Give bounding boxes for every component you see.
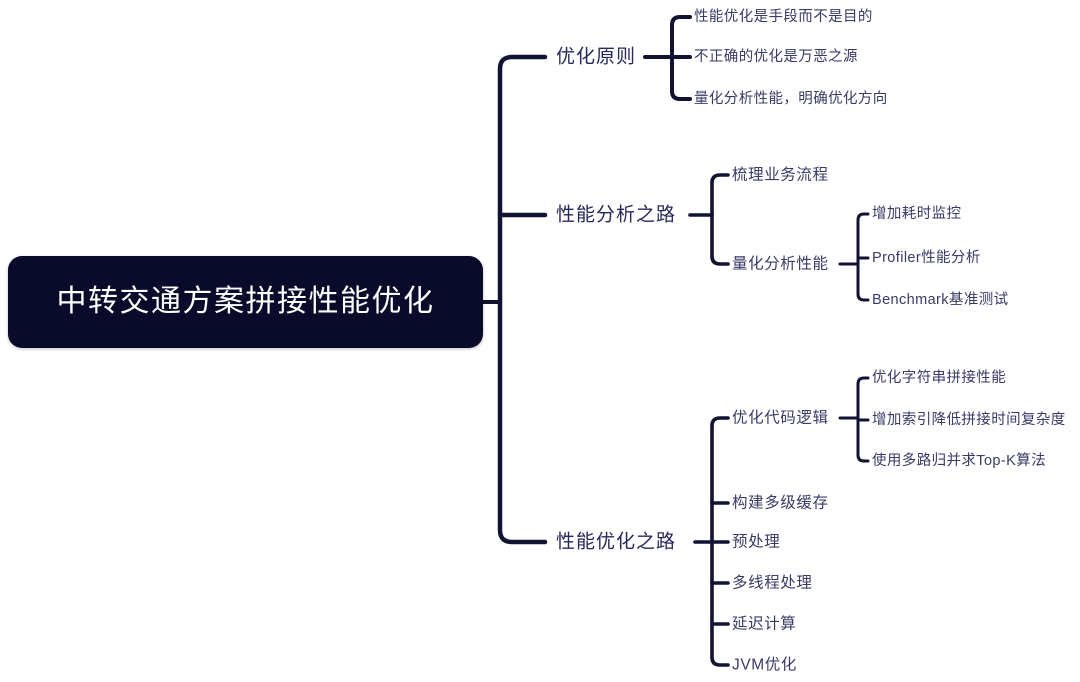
subnode-label: 梳理业务流程 <box>732 166 829 184</box>
subnode-label: 多线程处理 <box>732 574 813 592</box>
branch-node-性能优化之路[interactable]: 性能优化之路 <box>556 533 676 552</box>
leaf-label: Profiler性能分析 <box>872 249 981 266</box>
leaf-label: 性能优化是手段而不是目的 <box>694 8 873 25</box>
root-node[interactable]: 中转交通方案拼接性能优化 <box>8 256 483 348</box>
subnode-label: 量化分析性能 <box>732 255 829 273</box>
branch-node-性能分析之路[interactable]: 性能分析之路 <box>556 206 676 225</box>
leaf-label: 增加索引降低拼接时间复杂度 <box>872 411 1066 428</box>
subnode-label: JVM优化 <box>732 656 798 674</box>
link-b1-bracket <box>670 15 692 101</box>
subnode-label: 构建多级缓存 <box>732 494 829 512</box>
leaf-node[interactable]: 增加索引降低拼接时间复杂度 <box>872 413 1066 428</box>
leaf-node[interactable]: Benchmark基准测试 <box>872 293 1009 308</box>
root-label: 中转交通方案拼接性能优化 <box>56 285 435 318</box>
subnode[interactable]: JVM优化 <box>732 657 797 673</box>
subnode[interactable]: 量化分析性能 <box>732 256 829 272</box>
link-b3-bracket <box>710 416 730 667</box>
subnode[interactable]: 构建多级缓存 <box>732 495 829 511</box>
link-b2c2-bracket <box>856 212 870 302</box>
leaf-node[interactable]: 不正确的优化是万恶之源 <box>694 50 858 65</box>
branch-label: 优化原则 <box>556 46 637 68</box>
subnode-label: 延迟计算 <box>732 615 797 633</box>
subnode[interactable]: 多线程处理 <box>732 575 813 591</box>
leaf-node[interactable]: 增加耗时监控 <box>872 207 961 222</box>
subnode[interactable]: 延迟计算 <box>732 616 796 632</box>
subnode[interactable]: 预处理 <box>732 534 780 550</box>
leaf-label: 量化分析性能，明确优化方向 <box>694 90 888 107</box>
leaf-node[interactable]: 使用多路归并求Top-K算法 <box>872 454 1046 469</box>
link-trunk <box>497 54 548 545</box>
leaf-label: 增加耗时监控 <box>872 205 962 222</box>
leaf-label: 使用多路归并求Top-K算法 <box>872 452 1046 469</box>
leaf-node[interactable]: Profiler性能分析 <box>872 251 981 266</box>
leaf-label: Benchmark基准测试 <box>872 291 1009 308</box>
branch-node-优化原则[interactable]: 优化原则 <box>556 48 636 67</box>
subnode[interactable]: 梳理业务流程 <box>732 167 829 183</box>
branch-label: 性能分析之路 <box>556 204 677 226</box>
link-b3c1-bracket <box>856 376 870 463</box>
subnode-label: 优化代码逻辑 <box>732 409 829 427</box>
leaf-label: 不正确的优化是万恶之源 <box>694 48 858 65</box>
leaf-node[interactable]: 性能优化是手段而不是目的 <box>694 10 873 25</box>
subnode-label: 预处理 <box>732 533 781 551</box>
link-b2-bracket <box>710 173 730 266</box>
branch-label: 性能优化之路 <box>556 531 677 553</box>
leaf-node[interactable]: 优化字符串拼接性能 <box>872 371 1006 386</box>
leaf-node[interactable]: 量化分析性能，明确优化方向 <box>694 92 888 107</box>
leaf-label: 优化字符串拼接性能 <box>872 369 1007 386</box>
subnode[interactable]: 优化代码逻辑 <box>732 410 829 426</box>
